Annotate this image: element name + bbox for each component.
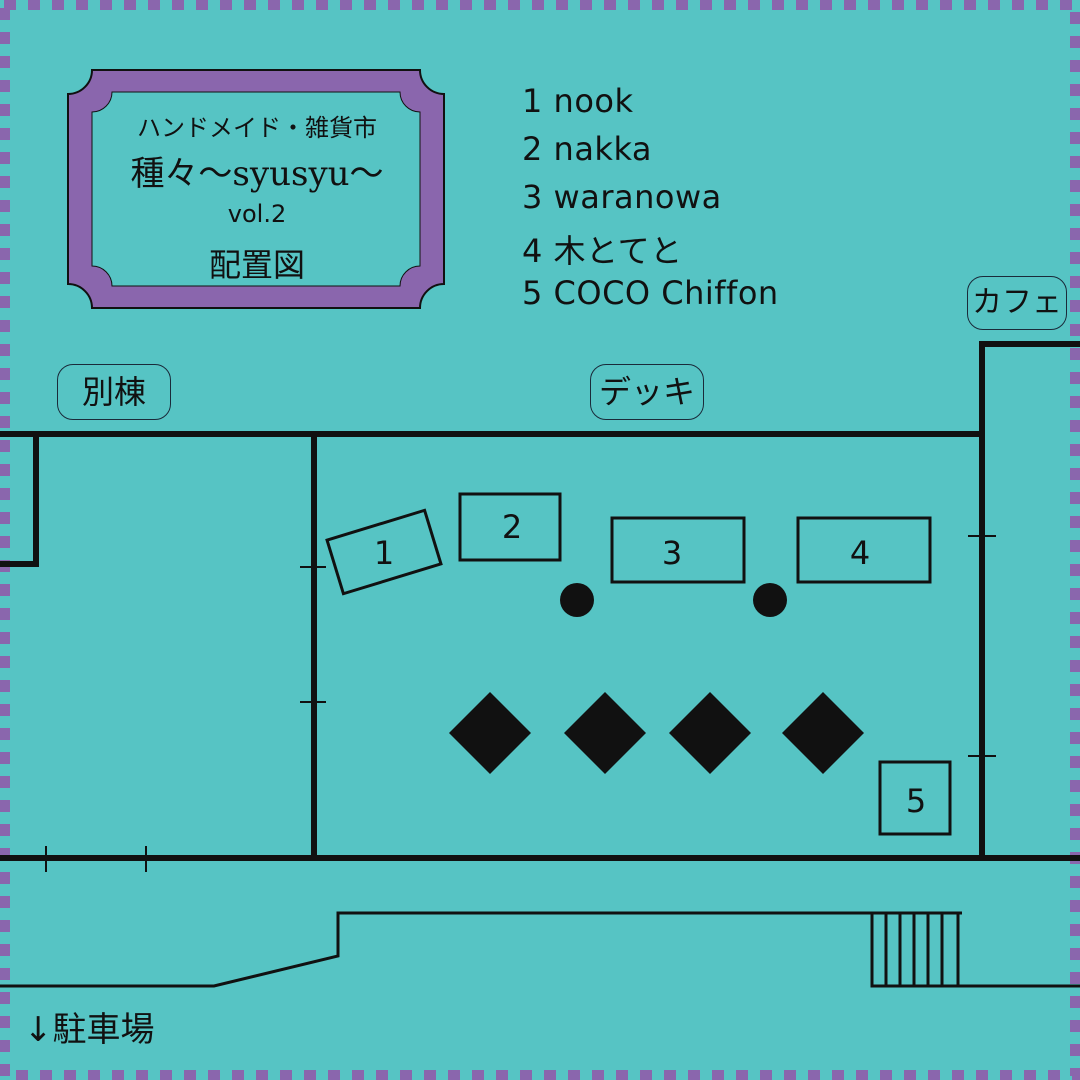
parking-label: ↓駐車場 xyxy=(24,1010,155,1050)
diamond-table-3 xyxy=(669,692,751,774)
title-line-3: vol.2 xyxy=(227,200,287,228)
annex-label: 別棟 xyxy=(57,364,171,420)
booth-1: 1 xyxy=(325,508,443,596)
diamond-table-4 xyxy=(782,692,864,774)
booth-5-label: 5 xyxy=(906,782,926,820)
booth-3-label: 3 xyxy=(662,534,682,572)
booth-4: 4 xyxy=(796,516,932,584)
booth-1-label: 1 xyxy=(374,534,394,572)
diamond-table-2 xyxy=(564,692,646,774)
title-line-2: 種々〜syusyu〜 xyxy=(130,154,384,194)
legend-item-1: 1 nook xyxy=(522,82,634,120)
round-table-1 xyxy=(560,583,594,617)
legend-item-3: 3 waranowa xyxy=(522,178,722,216)
round-table-2 xyxy=(753,583,787,617)
cafe-label: カフェ xyxy=(967,276,1067,330)
legend-item-5: 5 COCO Chiffon xyxy=(522,274,779,312)
title-line-4: 配置図 xyxy=(208,246,305,284)
booth-2-label: 2 xyxy=(502,508,522,546)
legend-item-2: 2 nakka xyxy=(522,130,653,168)
title-line-1: ハンドメイド・雑貨市 xyxy=(137,114,377,142)
diamond-table-1 xyxy=(449,692,531,774)
booth-2: 2 xyxy=(458,492,562,562)
booth-3: 3 xyxy=(610,516,746,584)
booth-4-label: 4 xyxy=(850,534,870,572)
deck-label: デッキ xyxy=(590,364,704,420)
booth-5: 5 xyxy=(878,760,952,836)
legend-item-4: 4 木とてと xyxy=(522,232,683,270)
